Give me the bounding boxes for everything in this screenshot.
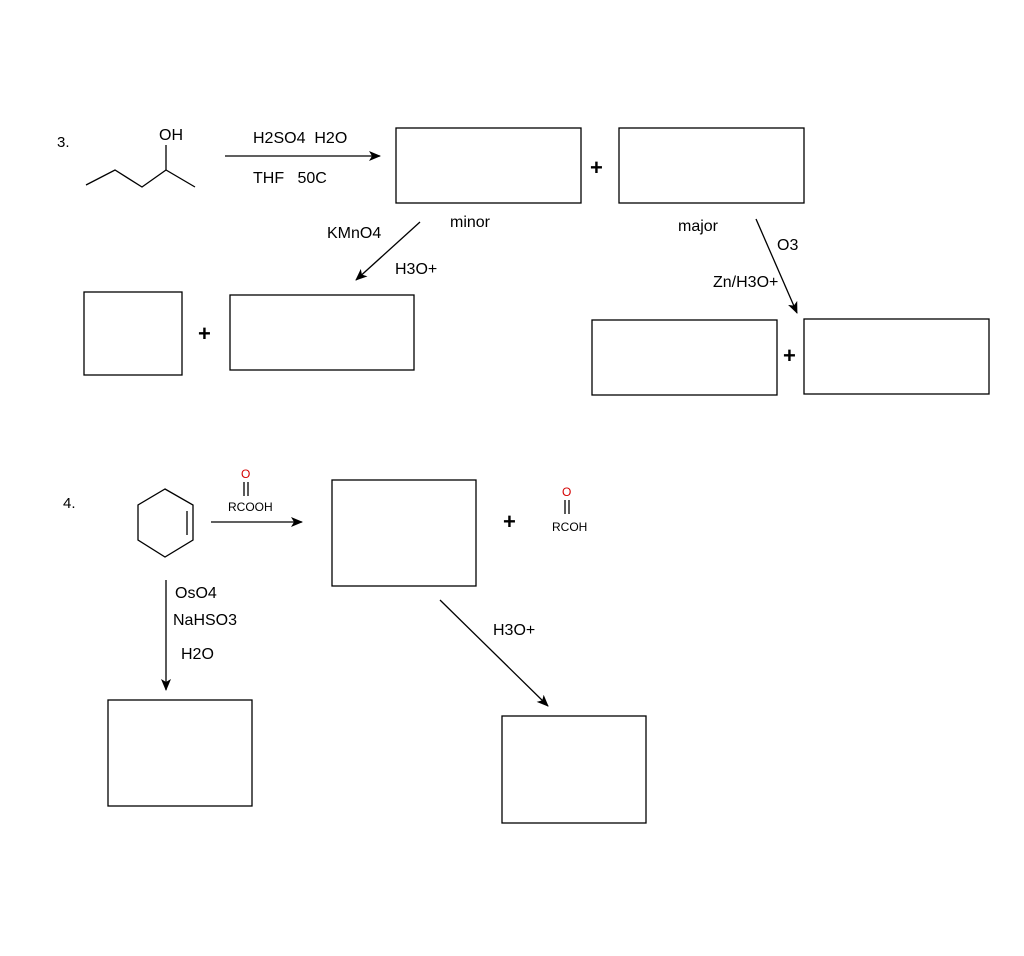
nahso3-label: NaHSO3 — [173, 612, 237, 629]
plus-sign: + — [783, 343, 796, 368]
peracid-oxygen: O — [241, 467, 250, 481]
cyclohexene-structure — [137, 488, 194, 558]
hydrolysis-arrow — [439, 599, 549, 707]
problem-3-number: 3. — [57, 134, 70, 151]
answer-box-diol[interactable] — [107, 699, 253, 807]
answer-box-ozonolysis-product-2[interactable] — [803, 318, 990, 395]
acid-oxygen: O — [562, 485, 571, 499]
kmno4-arrow — [355, 221, 421, 281]
major-label: major — [678, 218, 719, 235]
peracid-label: RCOOH — [228, 500, 273, 514]
plus-sign: + — [198, 321, 211, 346]
answer-box-ozonolysis-product-1[interactable] — [591, 319, 778, 396]
answer-box-kmno4-product-1[interactable] — [83, 291, 183, 376]
answer-box-hydrolysis-product[interactable] — [501, 715, 647, 824]
ozonolysis-arrow — [755, 218, 798, 314]
peracid-reagent: O RCOOH — [228, 467, 273, 514]
kmno4-label: KMnO4 — [327, 225, 381, 242]
o3-label: O3 — [777, 237, 798, 254]
plus-sign: + — [590, 155, 603, 180]
answer-box-kmno4-product-2[interactable] — [229, 294, 415, 371]
reagent-thf-50c: THF 50C — [253, 170, 327, 187]
answer-box-epoxide[interactable] — [331, 479, 477, 587]
plus-sign: + — [503, 509, 516, 534]
oso4-label: OsO4 — [175, 585, 217, 602]
carboxylic-acid-byproduct: O RCOH — [552, 485, 587, 534]
acid-label: RCOH — [552, 520, 587, 534]
answer-box-major-product[interactable] — [618, 127, 805, 204]
answer-box-minor-product[interactable] — [395, 127, 582, 204]
h3o-label-left: H3O+ — [395, 261, 437, 278]
problem-4-number: 4. — [63, 495, 76, 512]
hydroxyl-label: OH — [159, 127, 183, 144]
minor-label: minor — [450, 214, 491, 231]
pentanol-structure: OH — [85, 127, 196, 188]
reagent-h2so4-h2o: H2SO4 H2O — [253, 130, 347, 147]
h2o-label: H2O — [181, 646, 214, 663]
h3o-label: H3O+ — [493, 622, 535, 639]
zn-h3o-label: Zn/H3O+ — [713, 274, 778, 291]
